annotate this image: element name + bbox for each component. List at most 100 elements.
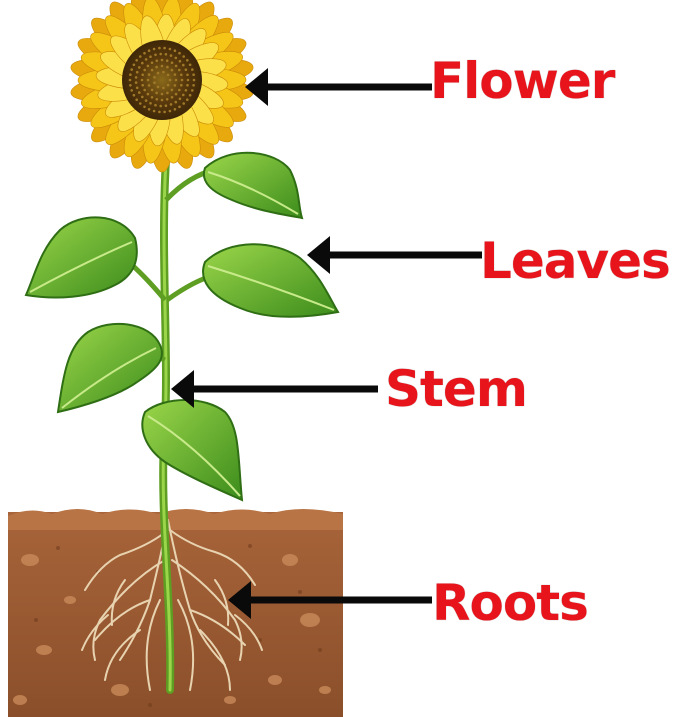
seed-dot [166,83,170,87]
seed-dot [144,58,148,61]
seed-dot [135,59,138,62]
flower-center [122,40,202,120]
seed-dot [191,68,194,71]
seed-dot [160,58,164,62]
seed-dot [143,105,146,109]
leaf-icon [56,322,163,414]
seed-dot [192,84,195,87]
seed-dot [159,52,162,56]
seed-dot [134,76,138,79]
roots [81,519,263,691]
seed-dot [192,78,196,82]
seed-dot [135,86,139,90]
roots-label: Roots [432,574,589,632]
seed-dot [155,65,158,69]
seed-dot [186,98,189,101]
seed-dot [162,70,165,74]
seed-dot [173,108,177,111]
seed-dot [166,65,169,69]
seed-dot [132,63,136,67]
seed-dot [159,104,162,108]
seed-dot [178,51,181,55]
seed-dot [174,100,178,104]
seed-dot [141,73,144,77]
seed-dot [178,68,181,72]
seed-dot [143,68,146,72]
seed-dot [173,84,177,87]
seed-dot [138,66,141,69]
seed-dot [154,53,157,57]
seed-dot [184,89,188,92]
seed-dot [191,89,194,92]
seed-dot [150,88,154,92]
seed-dot [155,59,159,62]
seed-dot [168,109,172,113]
seed-dot [147,84,151,87]
leaf-icon [141,399,244,502]
flower-arrow-icon [245,68,432,106]
seed-dot [170,61,174,64]
seed-dot [163,110,166,114]
seed-dot [165,59,169,62]
seed-dot [170,96,174,99]
seed-dot [184,68,188,71]
seed-dot [152,47,156,51]
seed-dot [146,64,150,68]
seed-dot [158,110,161,114]
leaves-arrow-icon [307,236,482,274]
seed-dot [182,102,185,105]
seed-dot [186,59,189,62]
seed-dot [141,83,144,87]
seed-dot [146,78,150,82]
seed-dot [141,95,144,99]
seed-dot [147,73,151,76]
stem-arrow-icon [171,370,378,408]
seed-dot [162,86,165,90]
seed-dot [182,63,185,67]
seed-dot [139,55,142,58]
seed-dot [180,73,183,77]
seed-dot [153,81,156,84]
seed-dot [149,55,152,58]
seed-dot [143,88,146,92]
seed-dot [174,92,178,96]
seed-dot [138,91,141,94]
seed-dot [170,68,174,72]
seed-dot [155,91,158,95]
seed-dot [164,104,168,107]
seed-dot [188,63,192,67]
seed-dot [163,46,166,50]
leaves [24,151,340,502]
seed-dot [170,88,174,92]
seed-dot [155,98,159,101]
leaves-label: Leaves [480,232,671,290]
seed-dot [188,93,192,97]
seed-dot [160,64,164,68]
seed-dot [134,81,138,84]
seed-dot [135,70,139,74]
seed-dot [169,54,173,57]
seed-dot [158,46,161,50]
flower-label: Flower [430,52,615,110]
seed-dot [150,68,154,72]
seed-dot [178,97,182,101]
seed-dot [186,83,189,87]
leaf-icon [24,216,138,299]
seed-dot [152,109,156,113]
seed-dot [174,78,178,82]
seed-dot [140,78,144,82]
seed-dot [160,98,164,102]
seed-dot [156,85,160,89]
seed-dot [156,71,160,75]
soil [8,509,343,717]
seed-dot [168,47,172,51]
seed-dot [180,78,184,82]
seed-dot [166,91,169,95]
seed-dot [180,83,183,87]
seed-dot [141,61,144,65]
seed-dot [173,49,177,52]
arrows [171,68,482,619]
seed-dot [182,55,185,58]
